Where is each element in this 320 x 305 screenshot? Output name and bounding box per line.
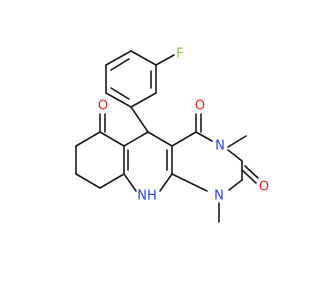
bonds: [75, 50, 259, 223]
bond: [130, 50, 157, 66]
fluorine-label: F: [176, 47, 183, 62]
bond: [147, 131, 173, 147]
bond: [130, 92, 157, 108]
bond: [244, 165, 259, 179]
bond: [227, 149, 243, 162]
bond: [130, 106, 149, 133]
c2-oxygen-label: O: [259, 180, 269, 195]
bond: [105, 50, 132, 66]
bond: [123, 131, 149, 147]
bond: [110, 87, 130, 100]
bond: [171, 173, 208, 192]
bond: [159, 173, 173, 192]
bond: [99, 173, 125, 189]
bond: [105, 92, 132, 108]
molecule-structure: F O O O N N NH: [75, 47, 269, 223]
n1-nitrogen-label: N: [214, 189, 224, 204]
nh-nitrogen-label: NH: [137, 189, 157, 204]
bond: [227, 135, 247, 148]
bond: [155, 54, 175, 66]
atom-labels: F O O O N N NH: [98, 47, 269, 204]
bond: [228, 179, 243, 191]
n3-nitrogen-label: N: [215, 139, 225, 154]
bond: [241, 169, 257, 184]
bond: [195, 131, 213, 142]
bond: [110, 58, 130, 71]
c4-oxygen-label: O: [195, 99, 205, 114]
ketone-oxygen-label: O: [98, 99, 108, 114]
structure-canvas: F O O O N N NH: [75, 47, 269, 223]
bond: [171, 131, 197, 147]
bond: [99, 131, 125, 147]
bond: [75, 173, 101, 189]
bond: [123, 173, 137, 192]
bond: [75, 131, 101, 147]
